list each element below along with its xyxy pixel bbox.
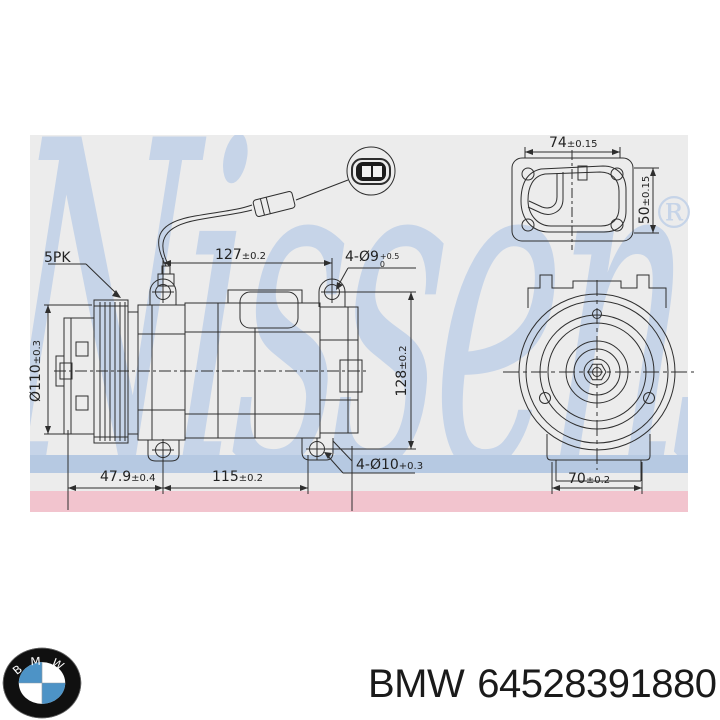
side-view-drawing [54,191,368,462]
cable-plug [252,191,296,217]
blue-stripe [30,455,688,473]
front-view-drawing [503,274,694,494]
side-view-dimensions [44,258,416,511]
part-number: 64528391880 [477,662,717,706]
pink-stripe [30,491,688,512]
part-number-line: BMW 64528391880 [368,662,717,707]
gasket-view-drawing [511,147,659,250]
brand-name: BMW [368,662,465,706]
bmw-roundel-icon: BMW [2,647,82,719]
connector-detail [295,146,396,201]
